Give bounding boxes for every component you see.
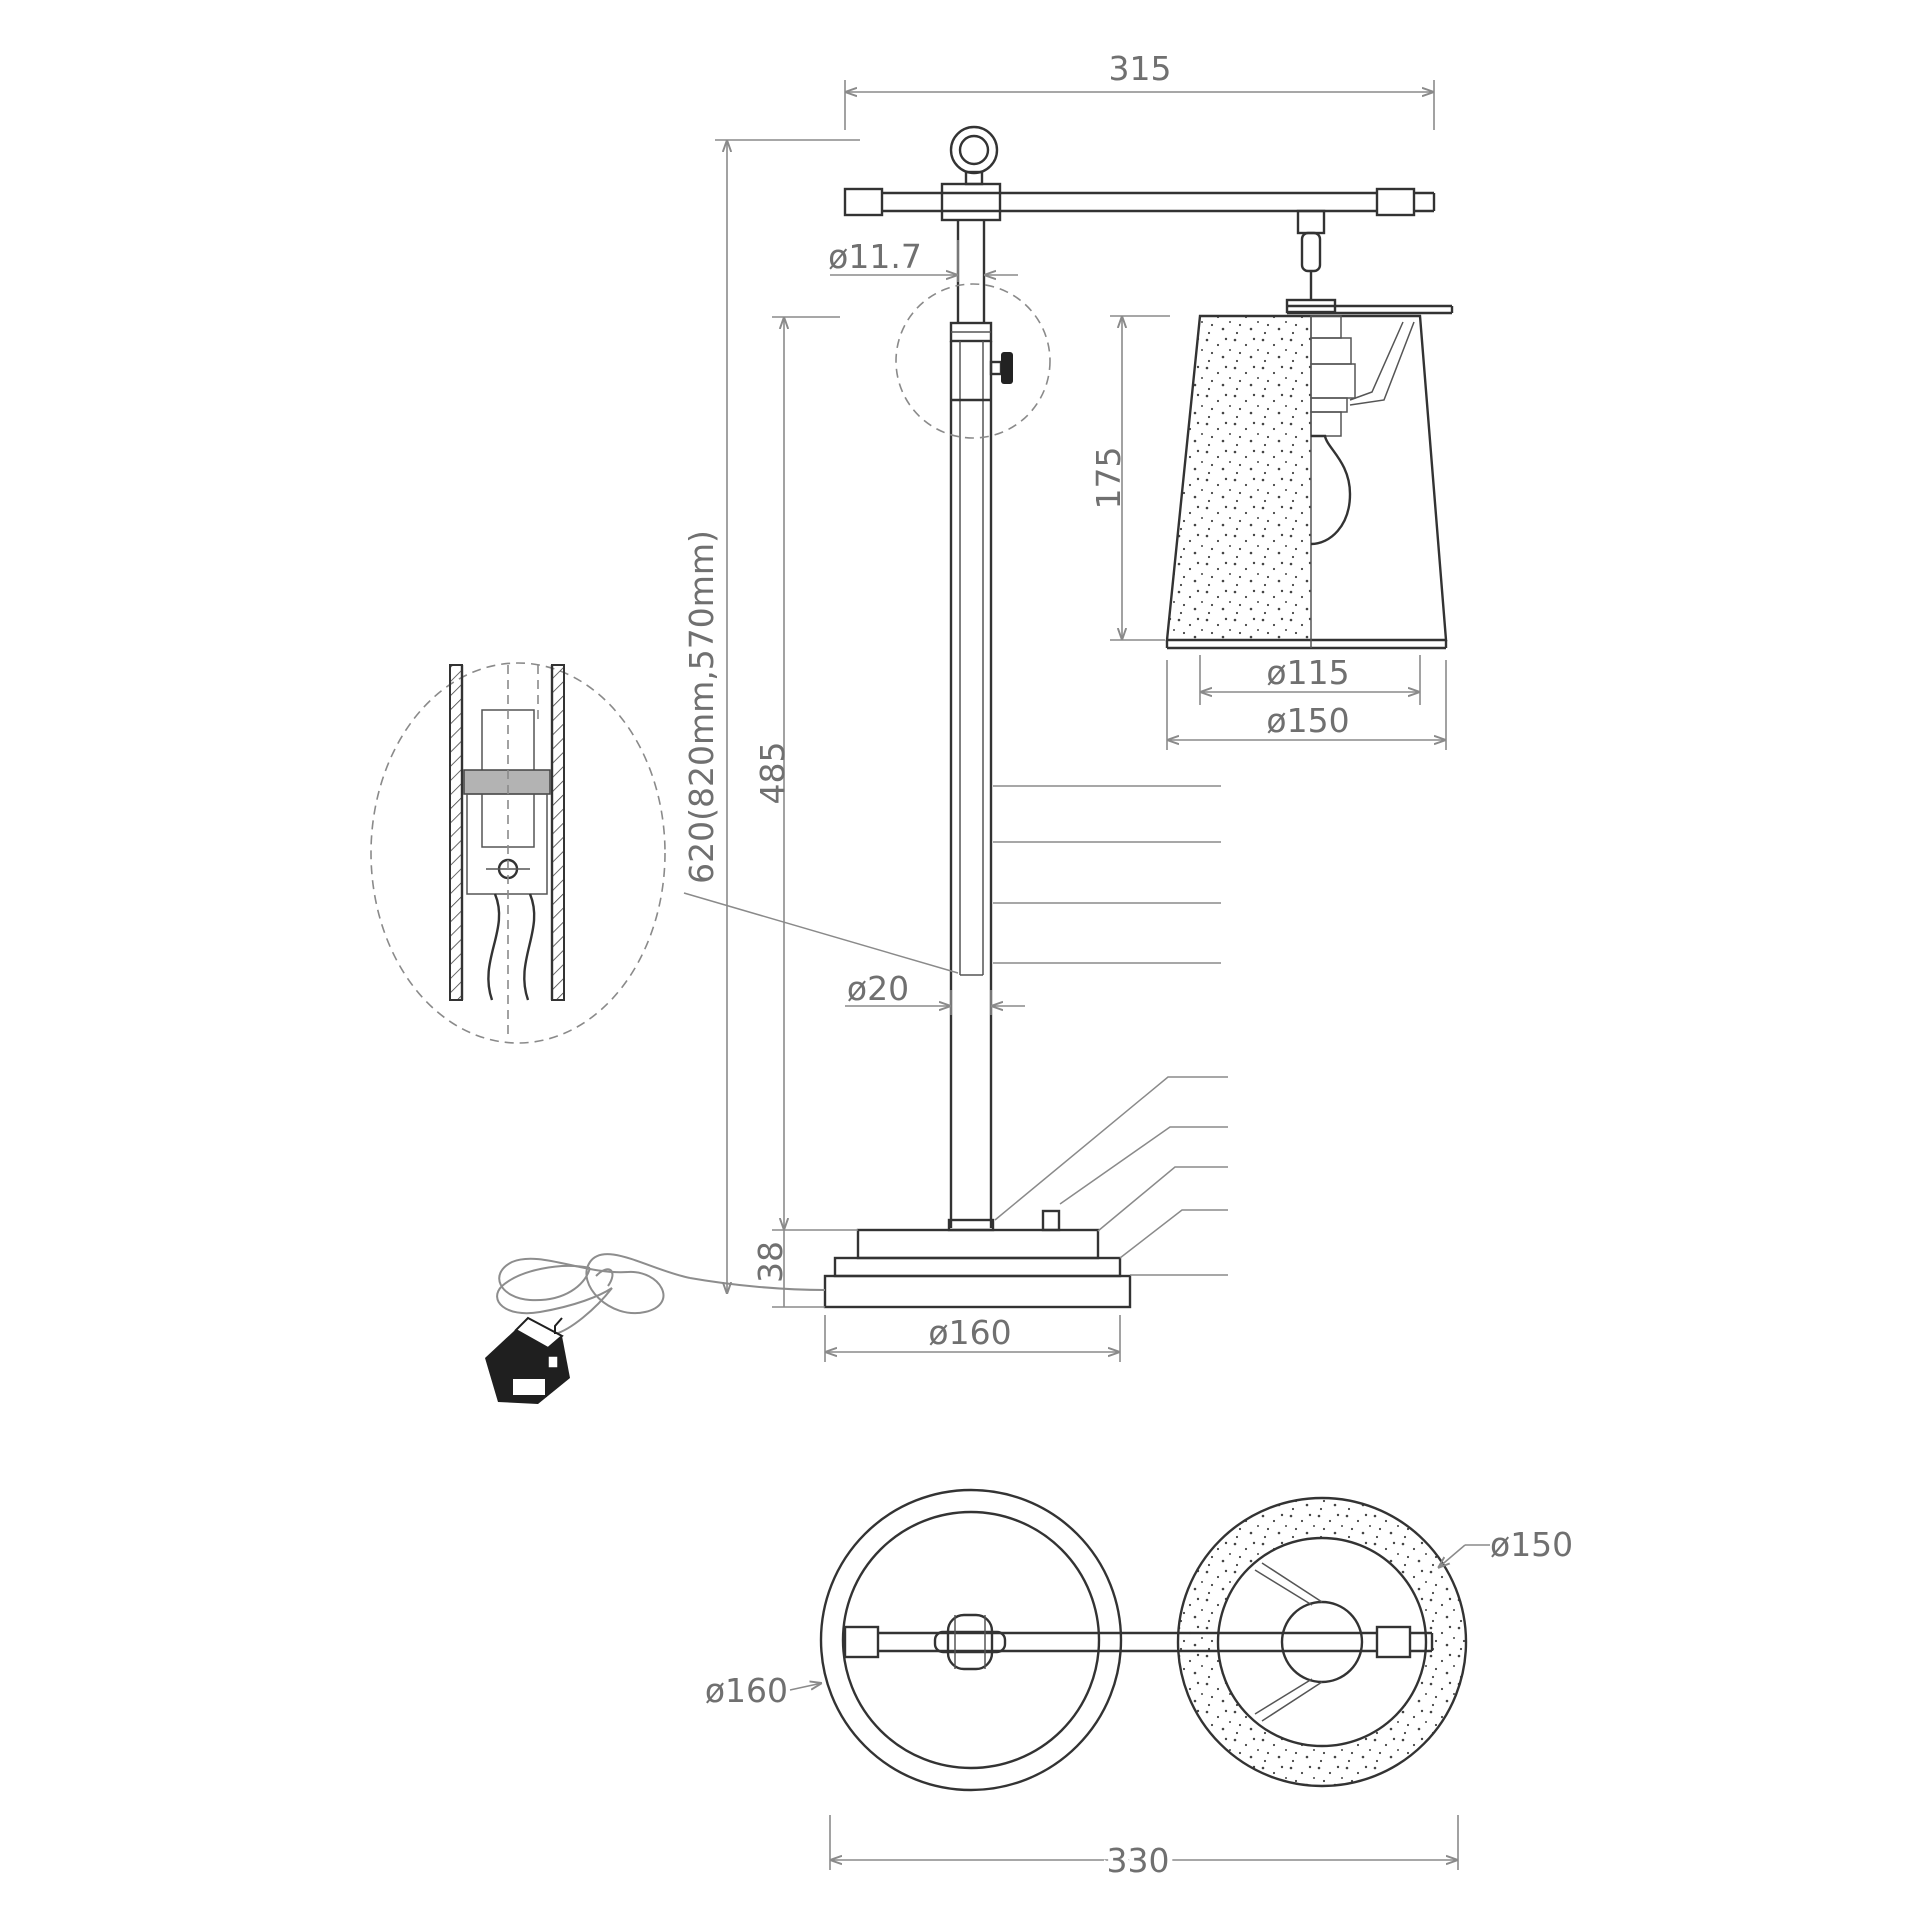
stem-joint <box>949 321 1003 440</box>
callout-leaders <box>683 785 1228 1276</box>
uk-plug-icon <box>485 1316 570 1404</box>
shade-height-label: 175 <box>1089 447 1128 510</box>
top-view-dimensions: ø150 ø160 330 <box>705 1525 1573 1885</box>
shade-bottom-diameter-label: ø150 <box>1266 701 1349 740</box>
top-view-shade <box>1176 1496 1468 1788</box>
overall-height-label: 620(820mm,570mm) <box>682 530 721 884</box>
front-view <box>370 125 1454 1404</box>
coiled-cord-icon <box>496 1253 691 1335</box>
base-height-label: 38 <box>751 1241 790 1283</box>
stem-detail-callout <box>370 662 666 1044</box>
detail-marker-circle <box>895 283 1051 439</box>
bar-collar <box>940 182 1002 222</box>
shade-top-diameter-label: ø115 <box>1266 653 1349 692</box>
top-view-crossbar <box>843 1613 1434 1671</box>
top-view: ø150 ø160 330 <box>705 1488 1573 1885</box>
pendant-holder <box>1285 209 1454 315</box>
power-cord <box>689 1277 826 1291</box>
upper-stem <box>956 220 986 323</box>
bar-diameter-label: ø11.7 <box>828 237 922 276</box>
top-view-base-diameter-label: ø160 <box>705 1671 788 1710</box>
lamp-base <box>823 1209 1132 1309</box>
thumb-screw-icon <box>1001 352 1013 384</box>
front-dimensions: 315 620(820mm,570mm) ø11.7 485 38 ø20 17… <box>682 49 1447 1362</box>
bulb-socket <box>1310 315 1356 437</box>
lamp-shade-side <box>1165 314 1448 650</box>
hanging-ring <box>949 125 999 186</box>
main-stem <box>947 440 995 1232</box>
stem-height-label: 485 <box>753 742 792 805</box>
stem-diameter-label: ø20 <box>847 969 909 1008</box>
light-bulb-icon <box>1310 434 1352 546</box>
overall-width-label: 315 <box>1109 49 1172 88</box>
top-view-shade-diameter-label: ø150 <box>1490 1525 1573 1564</box>
top-crossbar <box>843 187 1436 217</box>
base-diameter-label: ø160 <box>928 1313 1011 1352</box>
top-view-overall-width-label: 330 <box>1107 1841 1170 1880</box>
top-view-base <box>819 1488 1123 1792</box>
